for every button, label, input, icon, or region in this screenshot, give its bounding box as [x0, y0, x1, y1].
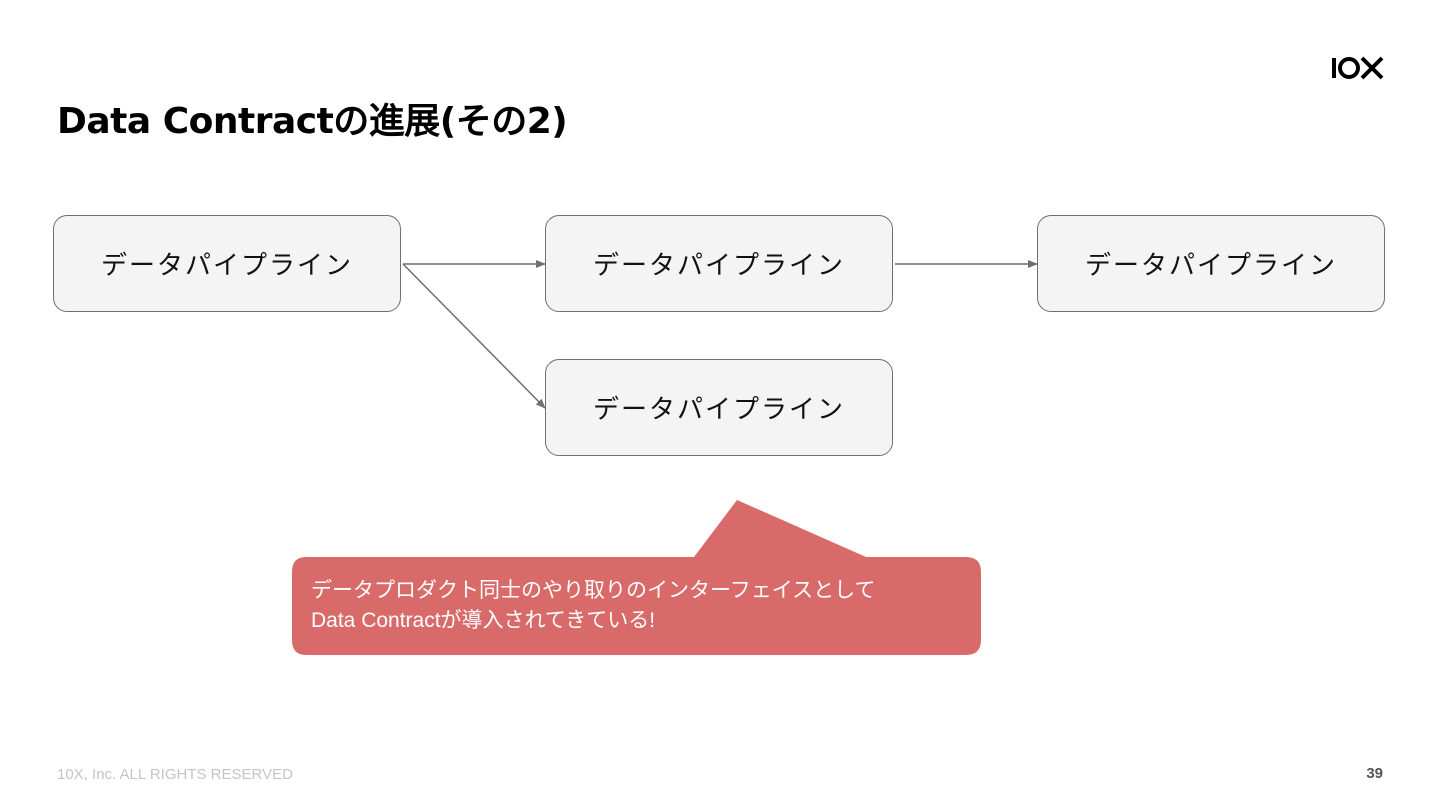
callout-text: データプロダクト同士のやり取りのインターフェイスとして Data Contrac…: [311, 576, 971, 636]
node-data-pipeline-2: データパイプライン: [545, 215, 893, 312]
page-title: Data Contractの進展(その2): [57, 101, 568, 142]
node-data-pipeline-4: データパイプライン: [545, 359, 893, 456]
page-number: 39: [1366, 765, 1383, 782]
logo-10x: [1332, 56, 1384, 80]
footer-copyright: 10X, Inc. ALL RIGHTS RESERVED: [57, 766, 293, 783]
node-data-pipeline-1: データパイプライン: [53, 215, 401, 312]
callout-line-2: Data Contractが導入されてきている!: [311, 609, 656, 632]
node-data-pipeline-3: データパイプライン: [1037, 215, 1385, 312]
callout-line-1: データプロダクト同士のやり取りのインターフェイスとして: [311, 579, 876, 602]
arrow-node1-to-node4: [402, 263, 546, 409]
